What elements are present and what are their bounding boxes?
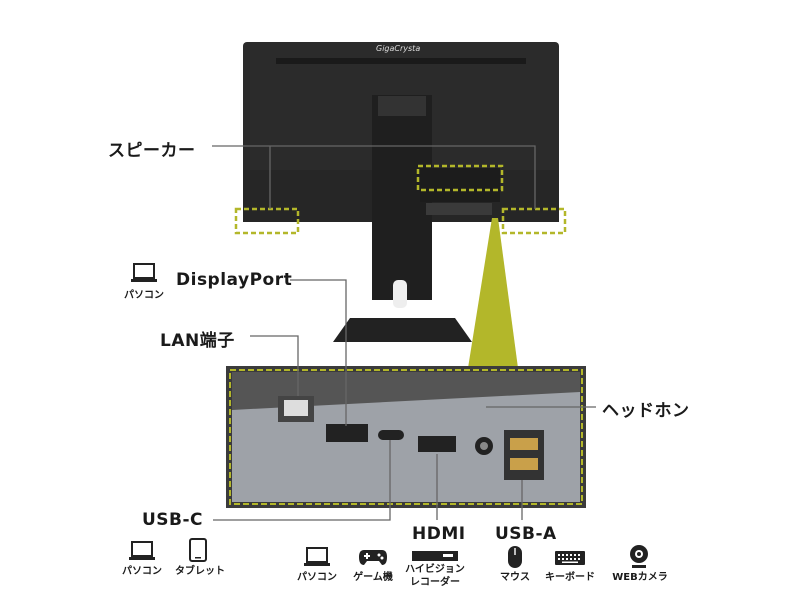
cable-hole xyxy=(393,280,407,308)
gamepad-icon xyxy=(359,550,387,565)
lan-line xyxy=(250,335,299,396)
speaker-left-box xyxy=(234,207,300,235)
headphone-label: ヘッドホン xyxy=(602,401,690,421)
mouse-icon xyxy=(508,546,522,568)
stand-top xyxy=(378,96,426,116)
hdmi-device-name-1: パソコン xyxy=(297,572,337,583)
usba-port xyxy=(504,430,544,480)
hdmi-port xyxy=(418,436,456,452)
speaker-right-box xyxy=(501,207,567,235)
displayport-line xyxy=(290,279,347,426)
speaker-label: スピーカー xyxy=(108,141,196,161)
usbc-port xyxy=(378,430,404,440)
hdmi-device-name-2: ゲーム機 xyxy=(353,572,393,583)
speaker-line xyxy=(212,145,536,209)
tablet-icon xyxy=(189,538,207,562)
laptop-icon xyxy=(131,263,157,282)
port-callout-box xyxy=(416,164,504,192)
displayport-label: DisplayPort xyxy=(176,270,293,290)
displayport-device-name: パソコン xyxy=(124,290,164,301)
hdmi-label: HDMI xyxy=(412,524,466,544)
usbc-device-name-2: タブレット xyxy=(175,566,225,577)
displayport-port xyxy=(326,424,368,442)
keyboard-icon xyxy=(555,551,585,565)
webcam-icon xyxy=(630,545,648,568)
laptop-icon xyxy=(129,541,155,560)
zoom-funnel xyxy=(468,218,518,368)
laptop-icon xyxy=(304,547,330,566)
usba-device-name-2: キーボード xyxy=(545,572,595,583)
stand-base xyxy=(333,318,472,342)
lan-label: LAN端子 xyxy=(160,331,235,351)
hdmi-device-name-3-line2: レコーダー xyxy=(410,577,460,588)
recorder-icon xyxy=(412,551,458,561)
usba-device-name-3: WEBカメラ xyxy=(612,572,668,583)
usbc-label: USB-C xyxy=(142,510,204,530)
monitor-vent xyxy=(276,58,526,64)
hdmi-device-name-3-line1: ハイビジョン xyxy=(405,564,465,575)
usba-label: USB-A xyxy=(495,524,557,544)
usbc-device-name-1: パソコン xyxy=(122,566,162,577)
port-strip xyxy=(420,168,500,202)
usba-device-name-1: マウス xyxy=(500,572,530,583)
usbc-line xyxy=(213,440,391,521)
monitor-brand: GigaCrysta xyxy=(376,44,421,53)
